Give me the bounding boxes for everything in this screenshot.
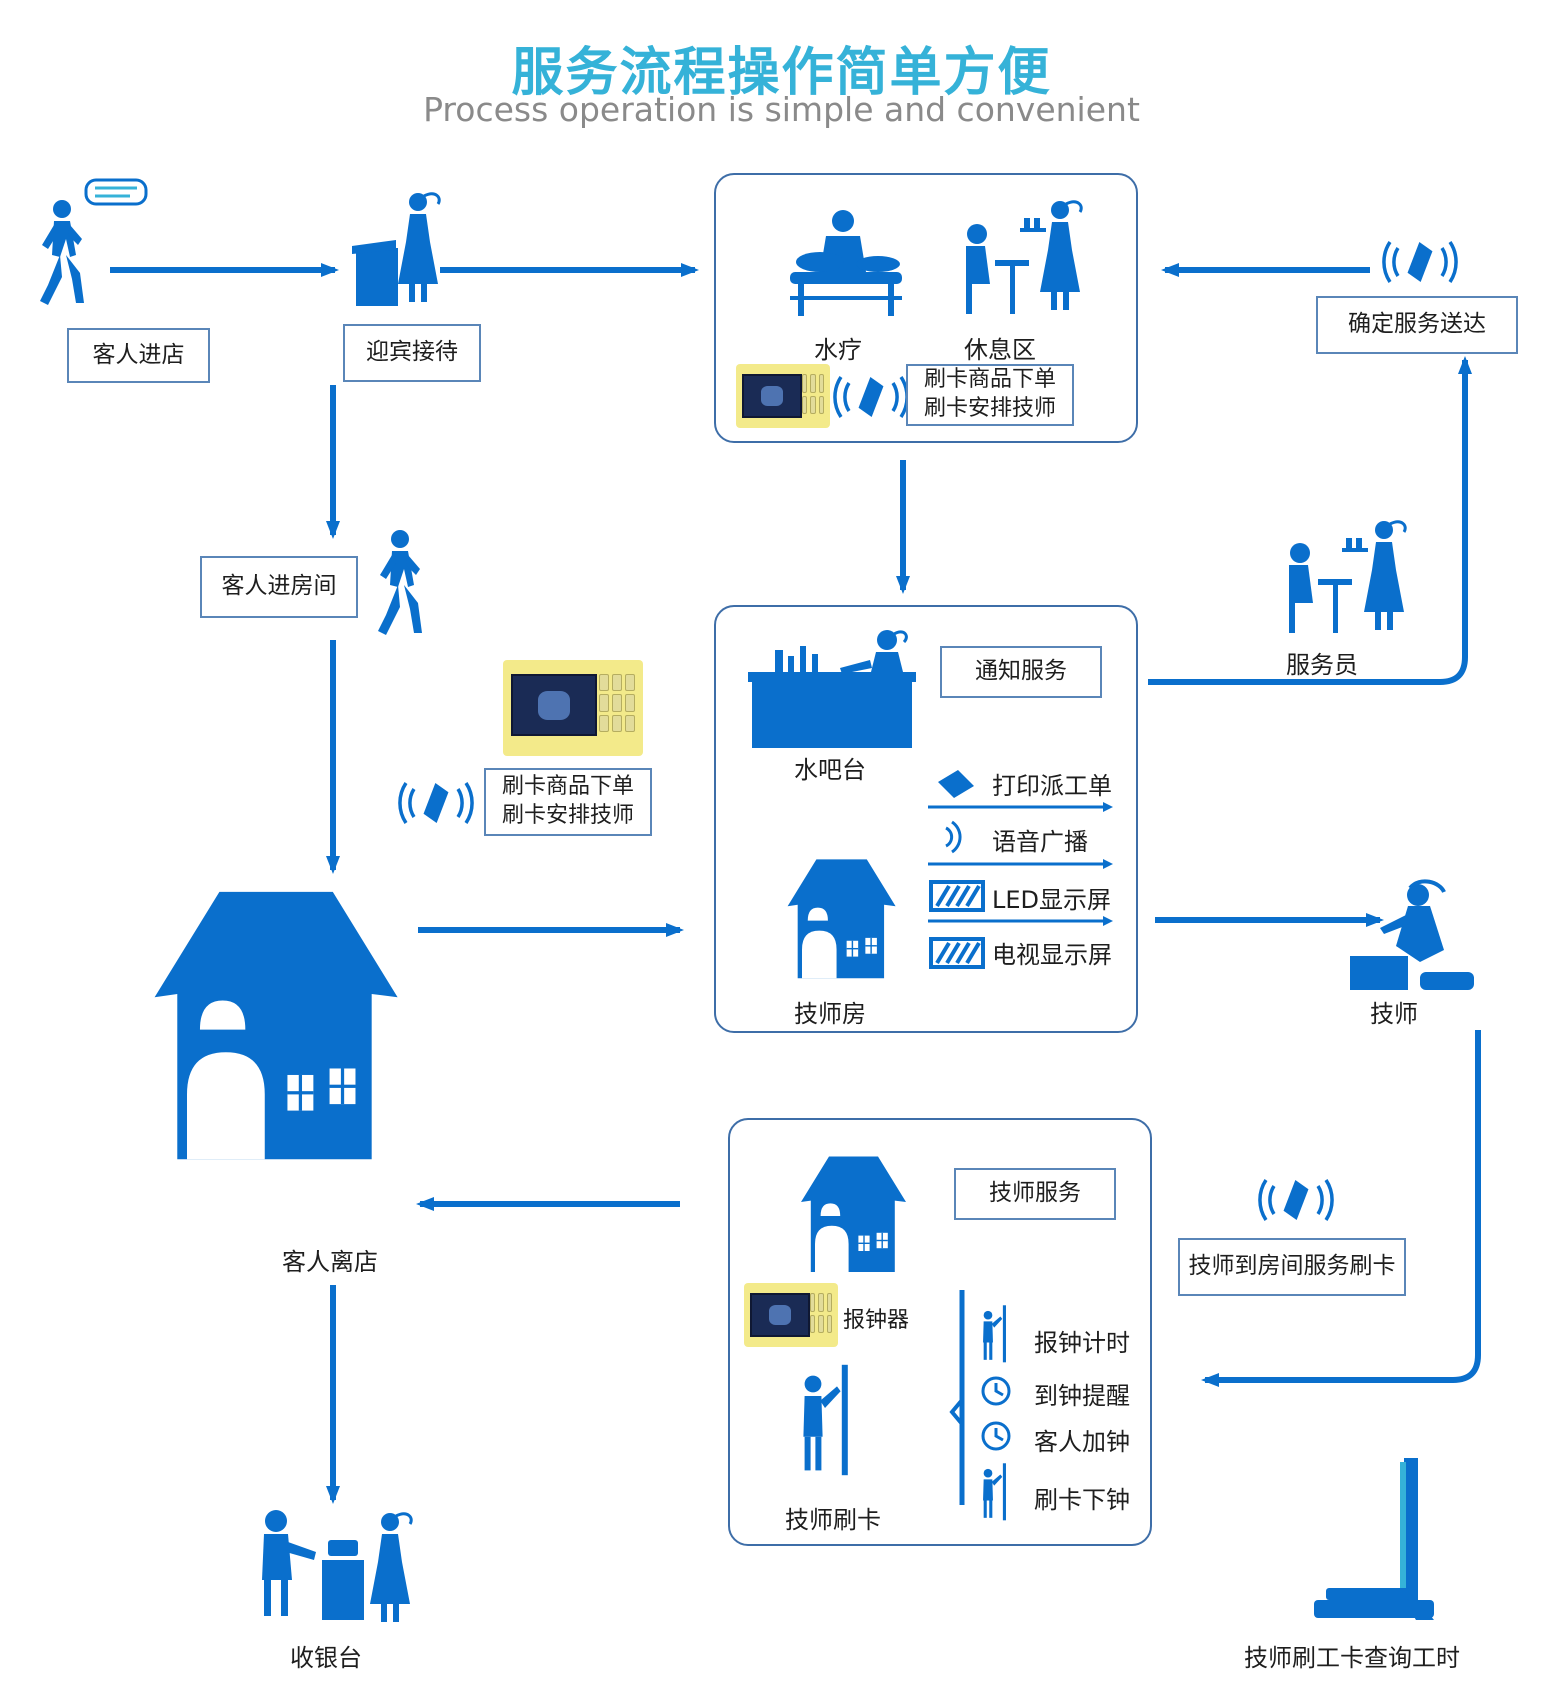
waiter-serving-icon (1289, 519, 1407, 633)
tech-swipe-icon (983, 1463, 1006, 1521)
tech-service-label: 技师服务 (954, 1168, 1116, 1220)
rfid-card-icon (1258, 1178, 1334, 1222)
rfid-card-icon (398, 781, 474, 825)
speaker-icon (945, 820, 962, 854)
walking-person-icon (40, 200, 84, 305)
page-title: 服务流程操作简单方便 (511, 43, 1052, 103)
rfid-card-icon (1382, 240, 1458, 284)
confirm-delivery-label: 确定服务送达 (1316, 296, 1518, 354)
tech-item-swipe-off: 刷卡下钟 (1034, 1486, 1130, 1514)
card-order-text: 刷卡商品下单 (923, 367, 1056, 393)
house-icon (787, 859, 896, 979)
waiter-label: 服务员 (1286, 651, 1358, 679)
tech-to-room-swipe-label: 技师到房间服务刷卡 (1178, 1238, 1406, 1296)
notify-service-label: 通知服务 (940, 646, 1102, 698)
printer-icon (938, 770, 974, 798)
kiosk-icon (1314, 1458, 1434, 1620)
tech-room-label: 技师房 (794, 1000, 866, 1028)
clock-icon (981, 1421, 1011, 1451)
water-bar-label: 水吧台 (794, 756, 866, 784)
card-reader-device (503, 660, 643, 756)
tech-query-hours-label: 技师刷工卡查询工时 (1244, 1644, 1460, 1672)
notify-item-led: LED显示屏 (992, 886, 1112, 914)
receptionist-icon (352, 191, 441, 306)
page-subtitle: Process operation is simple and convenie… (423, 90, 1140, 129)
technician-icon (1350, 879, 1474, 990)
card-reader-device (736, 364, 830, 428)
technician-label: 技师 (1370, 1000, 1418, 1028)
notify-item-tv: 电视显示屏 (992, 941, 1112, 969)
rfid-card-icon (833, 375, 909, 419)
clock-device-label: 报钟器 (843, 1308, 910, 1333)
massage-bed-icon (790, 210, 902, 316)
tech-item-clock-timing: 报钟计时 (1034, 1329, 1130, 1357)
walking-person-icon (378, 530, 422, 635)
house-icon (154, 891, 398, 1160)
guest-leave-label: 客人离店 (282, 1248, 378, 1276)
tech-item-reminder: 到钟提醒 (1034, 1382, 1130, 1410)
guest-room-label: 客人进房间 (200, 556, 358, 618)
card-assign-text: 刷卡安排技师 (501, 803, 634, 828)
clock-device (744, 1283, 838, 1347)
water-bar-icon (748, 630, 916, 748)
notify-item-print: 打印派工单 (992, 772, 1112, 800)
card-actions-label: 刷卡商品下单 刷卡安排技师 (906, 364, 1074, 426)
screen-icon (929, 937, 985, 969)
cashier-label: 收银台 (290, 1644, 362, 1672)
rest-area-label: 休息区 (964, 336, 1036, 364)
house-icon (801, 1156, 906, 1272)
tech-swipe-label: 技师刷卡 (785, 1506, 881, 1534)
tech-item-extend: 客人加钟 (1034, 1428, 1130, 1456)
card-actions-label: 刷卡商品下单 刷卡安排技师 (484, 768, 652, 836)
tech-swipe-icon (983, 1305, 1006, 1363)
screen-icon (929, 880, 985, 912)
waiter-serving-icon (966, 199, 1083, 314)
card-order-text: 刷卡商品下单 (501, 774, 634, 800)
hydrotherapy-label: 水疗 (814, 336, 862, 364)
notify-item-voice: 语音广播 (992, 828, 1088, 856)
tech-swipe-icon (803, 1364, 848, 1476)
clock-icon (981, 1376, 1011, 1406)
card-assign-text: 刷卡安排技师 (923, 396, 1056, 421)
cashier-icon (262, 1510, 413, 1624)
guest-enter-label: 客人进店 (67, 328, 210, 383)
reception-label: 迎宾接待 (343, 324, 481, 382)
